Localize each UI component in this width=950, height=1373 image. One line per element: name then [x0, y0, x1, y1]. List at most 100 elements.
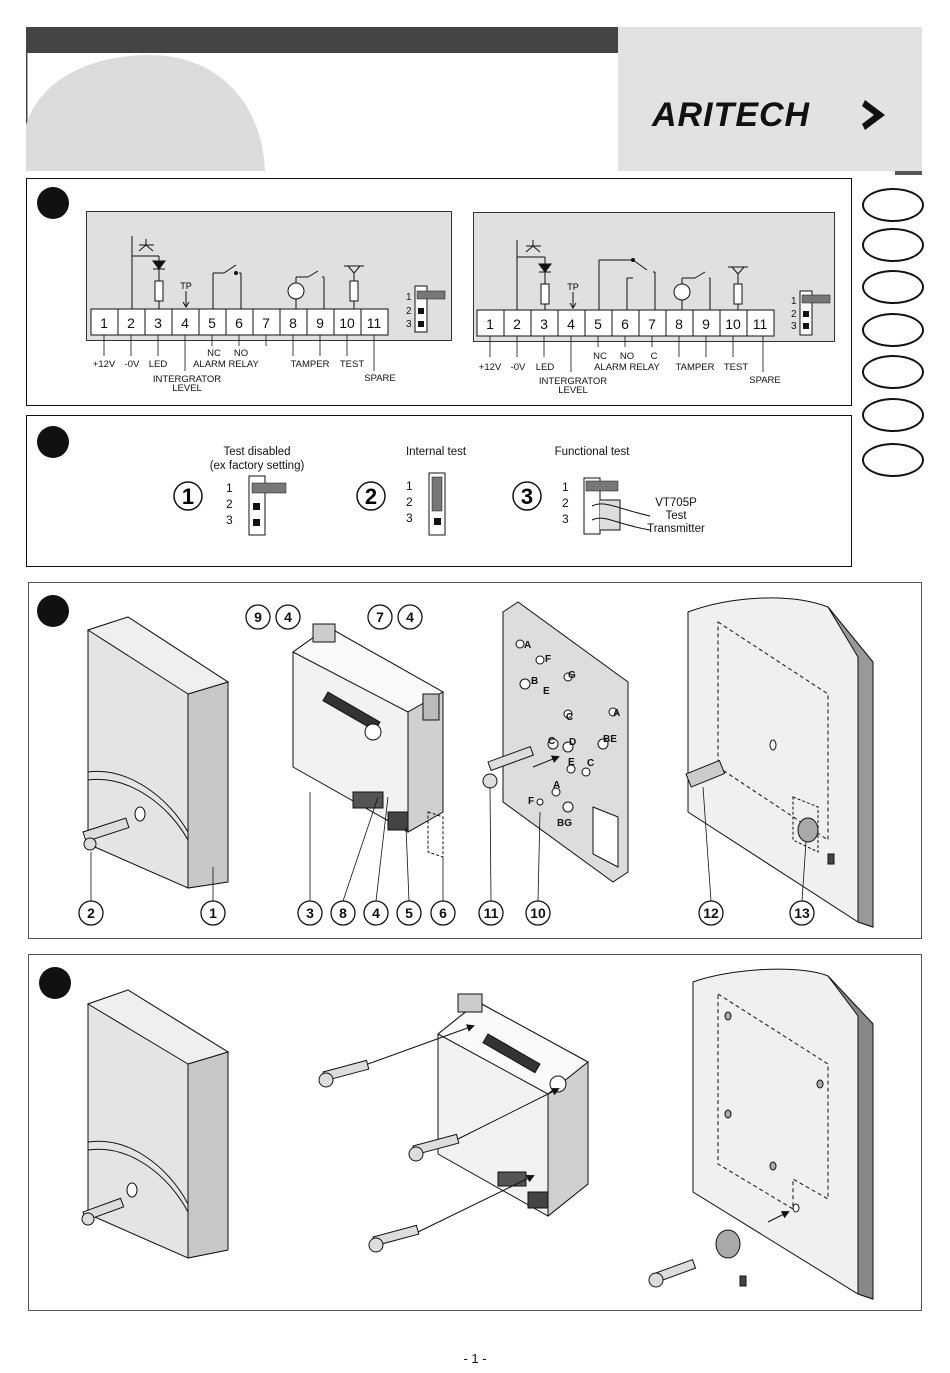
wire-label: +12V: [479, 362, 502, 373]
terminal-label: 3: [154, 315, 162, 331]
language-tab-7[interactable]: [862, 443, 924, 477]
plate-letter: F: [545, 654, 551, 665]
plate-letter: A: [613, 708, 620, 719]
tp-label: TP: [180, 281, 192, 291]
language-tab-3[interactable]: [862, 270, 924, 304]
wire-label: INTERGRATOR: [539, 376, 607, 387]
mode1-number: 1: [182, 484, 194, 509]
test-mode-diagrams: Test disabled (ex factory setting) Inter…: [173, 446, 705, 536]
terminal-label: 2: [127, 315, 135, 331]
wire-label: C: [651, 351, 658, 362]
jumper-pin-label: 2: [406, 306, 412, 317]
wire-label: NO: [234, 348, 248, 359]
callout-number: 4: [372, 905, 380, 921]
header: ARITECH: [0, 0, 950, 568]
callout-number: 5: [405, 905, 413, 921]
device-label: VT705P: [655, 497, 697, 509]
language-tab-5[interactable]: [862, 355, 924, 389]
callout-number: 3: [306, 905, 314, 921]
wire-label: ALARM RELAY: [193, 359, 259, 370]
plate-letter: F: [528, 796, 534, 807]
plate-letter: C: [566, 712, 573, 723]
jumper-pin-label: 3: [406, 319, 412, 330]
plate-letter: A: [524, 640, 531, 651]
wire-label: SPARE: [364, 373, 396, 384]
pin-label: 2: [406, 495, 413, 509]
pin-label: 2: [226, 497, 233, 511]
wire-label: LEVEL: [558, 385, 588, 396]
installation-illustration: A F B E G A C C D BE E C A F BG: [78, 597, 874, 928]
language-tab-6[interactable]: [862, 398, 924, 432]
language-tab-1[interactable]: [862, 188, 924, 222]
pin-label: 1: [562, 480, 569, 494]
terminal-label: 2: [513, 316, 521, 332]
callout-number: 9: [254, 609, 262, 625]
terminal-label: 7: [262, 315, 270, 331]
language-tab-4[interactable]: [862, 313, 924, 347]
wire-label: SPARE: [749, 375, 781, 386]
wire-label: TEST: [340, 359, 364, 370]
jumper-pin-label: 3: [791, 321, 797, 332]
section-marker: [37, 187, 69, 219]
mode2-title: Internal test: [406, 446, 467, 458]
wire-label: TAMPER: [676, 362, 715, 373]
plate-letter: E: [568, 757, 575, 768]
mode2-number: 2: [365, 484, 377, 509]
jumper-pin-label: 1: [791, 296, 797, 307]
terminal-label: 5: [208, 315, 216, 331]
pin-label: 1: [226, 481, 233, 495]
terminal-label: 11: [367, 315, 382, 331]
wiring-schematic-left: 1 2 3 4 5 6 7 8 9 10 11 TP 1 2 3 +12V -0…: [90, 236, 446, 394]
section-marker: [37, 426, 69, 458]
plate-letter: BG: [557, 818, 572, 829]
wire-label: TEST: [724, 362, 748, 373]
terminal-label: 5: [594, 316, 602, 332]
wire-label: ALARM RELAY: [594, 362, 660, 373]
pin-label: 3: [562, 512, 569, 526]
plate-letter: A: [553, 780, 560, 791]
brand-logo: ARITECH: [652, 96, 811, 134]
callout-number: 7: [376, 609, 384, 625]
terminal-label: 9: [316, 315, 324, 331]
terminal-label: 6: [621, 316, 629, 332]
terminal-label: 6: [235, 315, 243, 331]
jumper-pin-label: 1: [406, 292, 412, 303]
terminal-label: 8: [289, 315, 297, 331]
wire-label: LED: [149, 359, 168, 370]
wire-label: NC: [593, 351, 607, 362]
device-label: Transmitter: [647, 523, 705, 535]
section-marker: [39, 967, 71, 999]
terminal-label: 8: [675, 316, 683, 332]
language-tab-2[interactable]: [862, 228, 924, 262]
wiring-schematic-right: 1 2 3 4 5 6 7 8 9 10 11 TP 1 2 3 +12V -0…: [476, 240, 831, 396]
terminal-label: 10: [339, 315, 355, 331]
callout-number: 4: [284, 609, 292, 625]
callout-number: 4: [406, 609, 414, 625]
mode1-subtitle: (ex factory setting): [210, 460, 305, 472]
section-marker: [37, 595, 69, 627]
mode1-title: Test disabled: [223, 446, 290, 458]
plate-letter: C: [587, 758, 594, 769]
callout-number: 11: [484, 905, 499, 921]
page-number: - 1 -: [463, 1351, 487, 1366]
callout-number: 6: [439, 905, 447, 921]
pin-label: 3: [226, 513, 233, 527]
callout-number: 13: [794, 905, 810, 921]
callout-number: 10: [530, 905, 546, 921]
pin-label: 1: [406, 479, 413, 493]
plate-letter: D: [569, 737, 576, 748]
terminal-label: 3: [540, 316, 548, 332]
wire-label: +12V: [93, 359, 116, 370]
wire-label: -0V: [125, 359, 140, 370]
wire-label: INTERGRATOR: [153, 374, 221, 385]
pin-label: 3: [406, 511, 413, 525]
jumper-pin-label: 2: [791, 309, 797, 320]
mounting-section: [28, 954, 922, 1311]
plate-letter: G: [568, 670, 576, 681]
terminal-label: 4: [181, 315, 189, 331]
wire-label: TAMPER: [291, 359, 330, 370]
wire-label: -0V: [511, 362, 526, 373]
mode3-number: 3: [521, 484, 533, 509]
callout-number: 1: [209, 905, 217, 921]
terminal-label: 9: [702, 316, 710, 332]
